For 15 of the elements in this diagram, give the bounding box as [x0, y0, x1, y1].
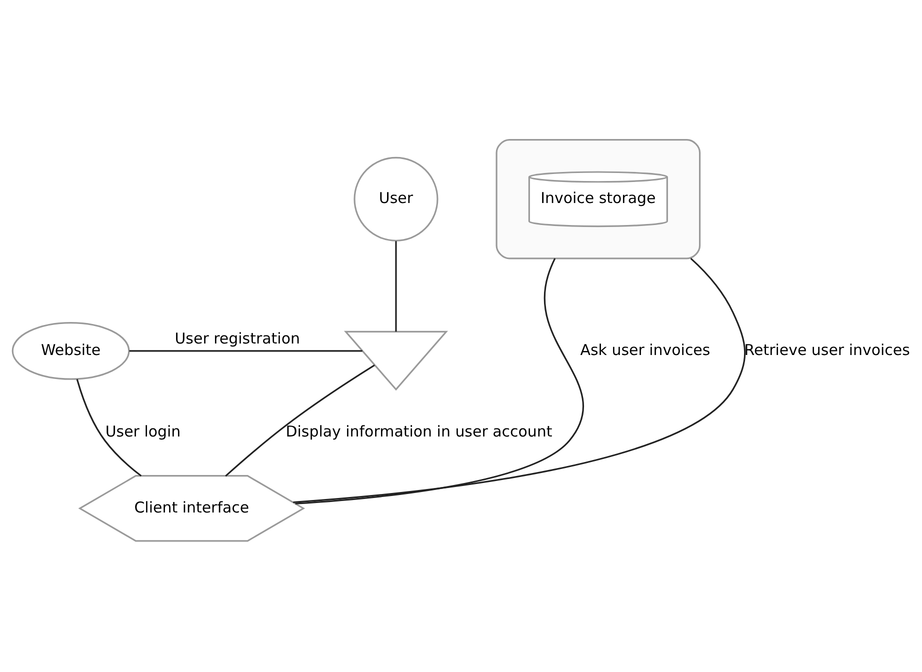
connector [129, 350, 362, 352]
edge-label: User login [105, 422, 181, 441]
connector [295, 258, 584, 504]
connector [293, 258, 746, 504]
node-triangle [344, 330, 448, 391]
edge-label: User registration [174, 330, 300, 348]
connector [225, 364, 375, 477]
connector [76, 378, 142, 477]
node-ellipse: Website [12, 322, 130, 380]
cluster [496, 139, 701, 260]
edge-label: Ask user invoices [580, 340, 710, 359]
edge-label: Retrieve user invoices [744, 340, 910, 359]
connector [395, 241, 397, 332]
node-circle: User [354, 156, 438, 242]
edge-label: Display information in user account [286, 422, 552, 441]
